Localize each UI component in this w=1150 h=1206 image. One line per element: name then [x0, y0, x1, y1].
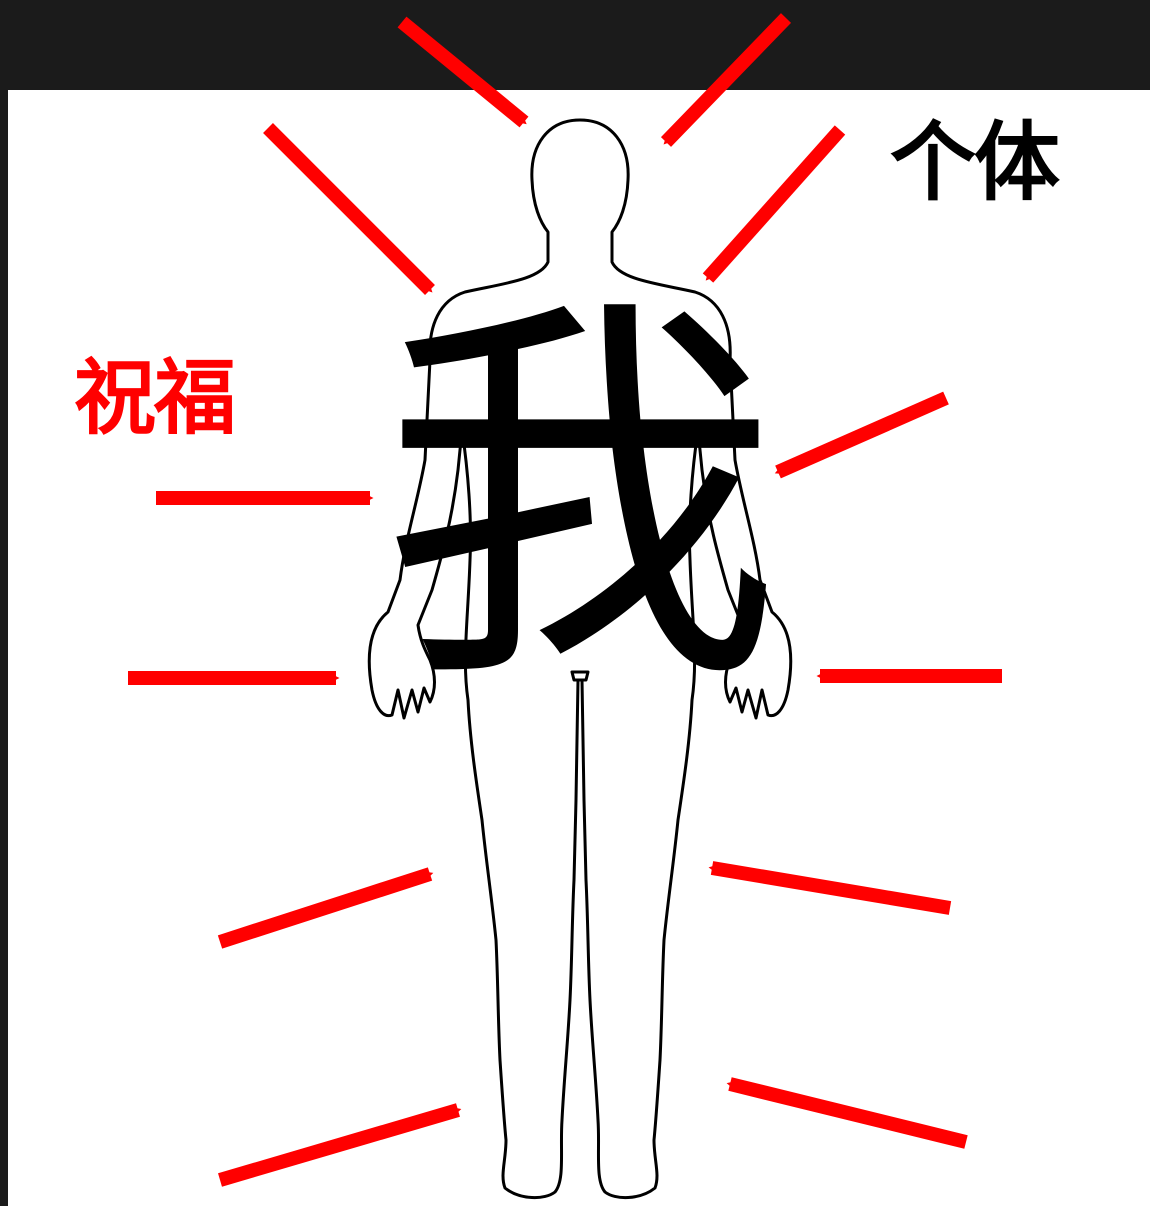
label-self: 我 [380, 267, 780, 732]
arrow-icon [263, 123, 435, 295]
arrow-icon [708, 861, 952, 915]
leg-gap-path [570, 670, 590, 682]
arrow-icon [774, 391, 949, 479]
arrow-icon [217, 867, 434, 949]
arrows-group [128, 13, 1002, 1187]
arrow-icon [702, 125, 846, 283]
arrow-icon [660, 13, 792, 147]
arrow-icon [218, 1103, 462, 1187]
label-blessing: 祝福 [74, 351, 236, 446]
arrow-icon [397, 16, 529, 128]
arrow-icon [726, 1077, 968, 1149]
human-body-outline-icon [367, 118, 793, 1199]
label-individual: 个体 [890, 113, 1060, 213]
diagram-canvas [8, 90, 1150, 1206]
